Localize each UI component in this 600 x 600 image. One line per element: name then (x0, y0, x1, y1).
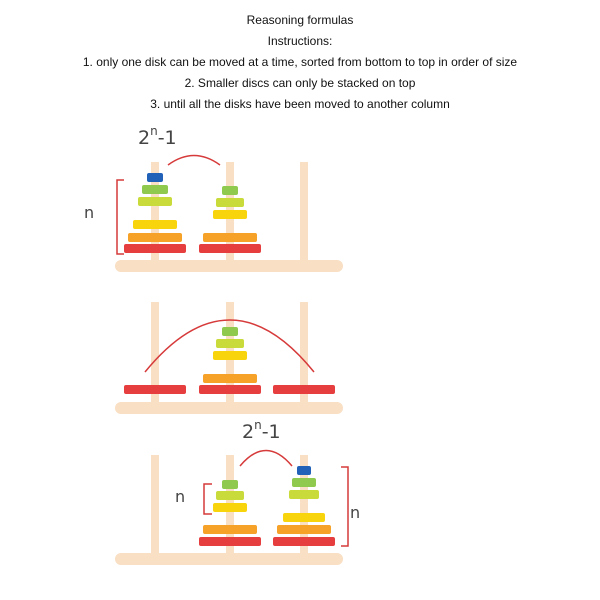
disk (292, 478, 316, 487)
base-plank (115, 402, 343, 414)
rule-2: 2. Smaller discs can only be stacked on … (184, 76, 416, 90)
instructions-heading: Instructions: (267, 34, 333, 48)
disk (222, 327, 238, 336)
disk (133, 220, 177, 229)
move-arc (167, 154, 221, 166)
peg-left (151, 162, 159, 262)
peg-right (300, 455, 308, 555)
disk (283, 513, 325, 522)
n-label-right: n (350, 503, 360, 522)
n-bracket-left (203, 483, 212, 515)
disk (147, 173, 163, 182)
disk (142, 185, 168, 194)
disk (222, 480, 238, 489)
disk (124, 244, 186, 253)
disk (289, 490, 319, 499)
disk (203, 233, 257, 242)
base-plank (115, 260, 343, 272)
n-label: n (84, 203, 94, 222)
formula: 2n-1 (138, 124, 177, 149)
rule-3: 3. until all the disks have been moved t… (150, 97, 450, 111)
disk (222, 186, 238, 195)
disk (213, 210, 247, 219)
disk (203, 374, 257, 383)
disk (128, 233, 182, 242)
peg-left (151, 455, 159, 555)
disk (199, 537, 261, 546)
n-bracket-right (341, 466, 349, 547)
disk (216, 339, 244, 348)
panel-3: n n 2n-1 (115, 418, 360, 565)
base-plank (115, 553, 343, 565)
disk (199, 244, 261, 253)
move-arc (239, 449, 293, 467)
peg-right (300, 302, 308, 404)
disk (216, 198, 244, 207)
instructions-header: Reasoning formulas Instructions: 1. only… (0, 10, 600, 115)
title: Reasoning formulas (246, 13, 354, 27)
panel-1: n 2n-1 (84, 124, 343, 272)
formula: 2n-1 (242, 418, 281, 443)
disk (199, 385, 261, 394)
disk (297, 466, 311, 475)
disk (138, 197, 172, 206)
move-arc (144, 319, 315, 373)
disk (213, 351, 247, 360)
disk (277, 525, 331, 534)
rule-1: 1. only one disk can be moved at a time,… (82, 55, 518, 69)
disk (216, 491, 244, 500)
disk (124, 385, 186, 394)
disk (213, 503, 247, 512)
n-bracket (116, 179, 124, 255)
peg-left (151, 302, 159, 404)
disk (273, 385, 335, 394)
panel-2 (115, 302, 343, 414)
disk (203, 525, 257, 534)
disk (273, 537, 335, 546)
peg-right (300, 162, 308, 262)
n-label-left: n (175, 487, 185, 506)
